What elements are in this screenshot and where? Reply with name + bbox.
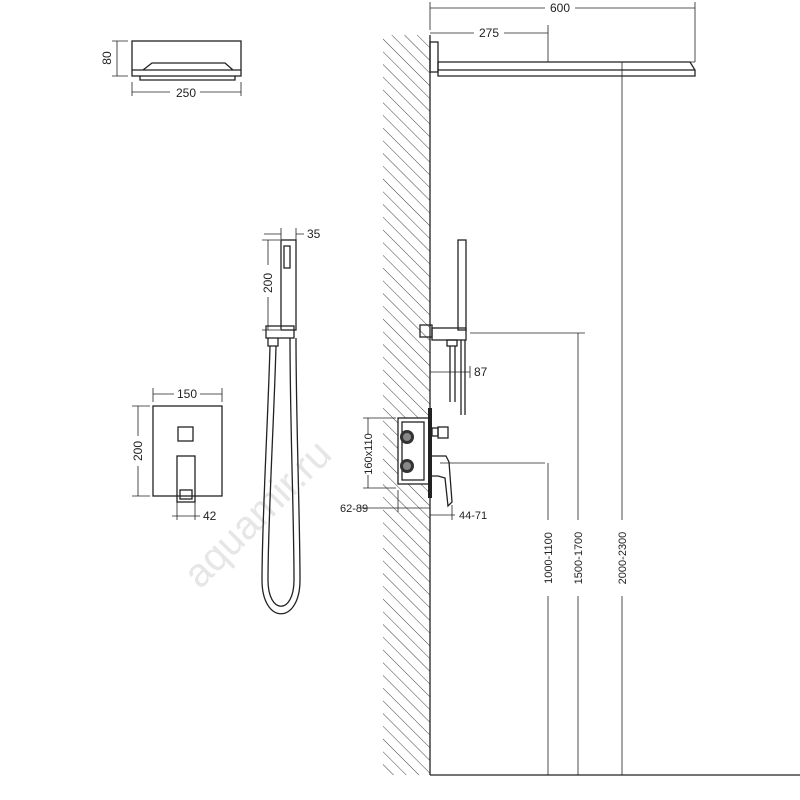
installed-mixer: 160x110 62-89 44-71 [340,408,545,522]
mixer-plate-view: 150 200 42 [131,387,223,523]
dim-mixer-height: 1000-1100 [543,532,555,584]
wall-section [383,35,800,776]
height-dimensions: 1000-1100 1500-1700 2000-2300 [470,61,695,775]
dim-head-offset: 275 [479,26,499,40]
dim-overhead-width: 250 [176,86,196,100]
watermark: aquamir.ru [175,432,340,597]
dim-plate-width: 150 [177,387,197,401]
dim-hand-shower-length: 200 [261,273,275,293]
installed-hand-shower: 87 [419,239,488,415]
dim-hand-shower-width: 35 [307,227,321,241]
dim-handle-projection: 44-71 [459,510,487,522]
dim-arm-length: 600 [550,1,570,15]
overhead-shower-view: 80 250 [100,40,242,100]
installed-overhead-shower: 600 275 [429,0,696,77]
dim-head-height: 2000-2300 [617,532,629,585]
dim-handle-offset: 42 [203,509,217,523]
dim-overhead-height: 80 [100,51,114,65]
dim-holder-projection: 87 [474,365,488,379]
dim-box-size: 160x110 [363,433,375,474]
dim-holder-height: 1500-1700 [573,532,585,585]
hand-shower-view: 35 200 [261,227,321,615]
dim-box-depth: 62-89 [340,503,368,515]
dim-plate-height: 200 [131,441,145,461]
